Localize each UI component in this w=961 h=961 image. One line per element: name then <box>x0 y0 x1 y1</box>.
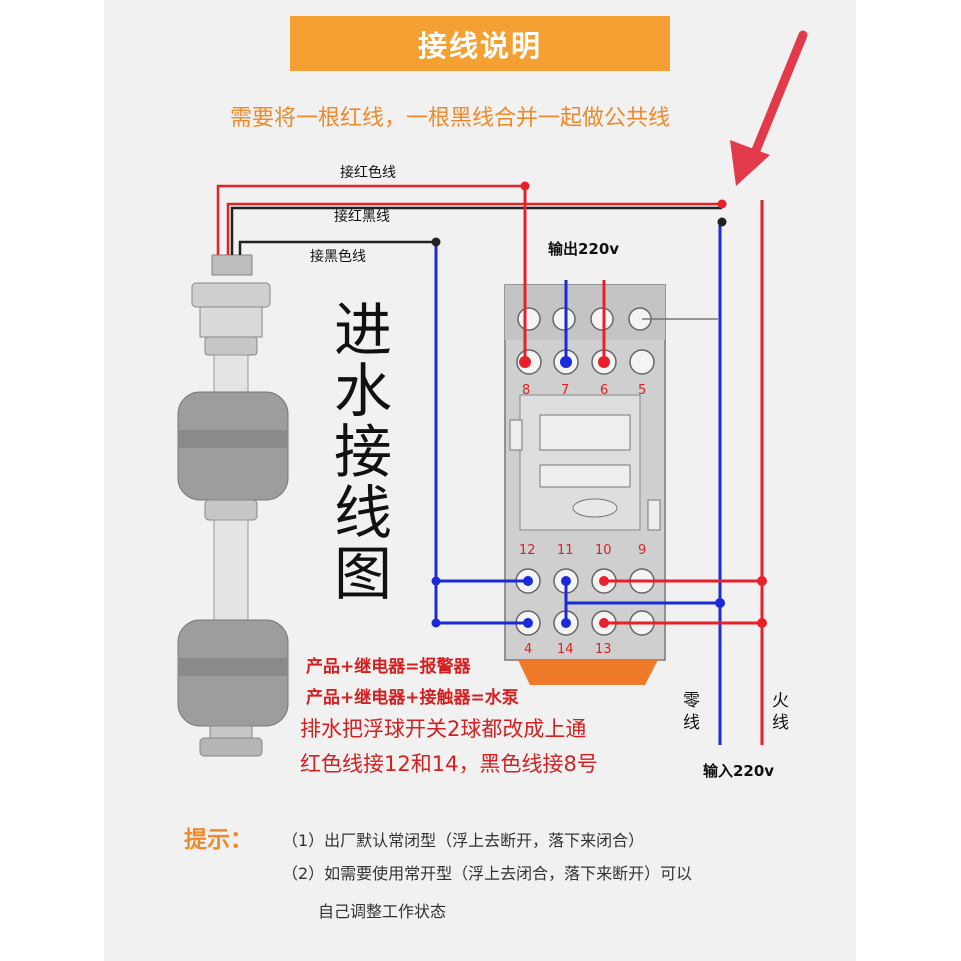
title-banner: 接线说明 <box>290 16 670 71</box>
page-title: 接线说明 <box>417 28 542 63</box>
tips-title: 提示： <box>184 827 253 853</box>
note-alarm: 产品+继电器=报警器 <box>306 657 471 677</box>
pin-label: 12 <box>519 543 536 558</box>
neutral-label: 零线 <box>683 691 700 733</box>
pin-label: 9 <box>638 543 647 558</box>
note-drain-line2: 红色线接12和14，黑色线接8号 <box>300 752 598 776</box>
float-wires <box>216 184 722 255</box>
black-wire-label: 接黑色线 <box>310 249 366 265</box>
tip-item-2-cont: 自己调整工作状态 <box>318 902 447 921</box>
input-label: 输入220v <box>703 762 775 780</box>
pin-label: 11 <box>557 543 574 558</box>
diagram-title: 进水接线图 <box>333 296 392 608</box>
pin-label: 7 <box>561 383 570 398</box>
pin-label: 6 <box>600 383 609 398</box>
tip-item-2: （2）如需要使用常开型（浮上去闭合，落下来断开）可以 <box>282 864 693 883</box>
subtitle: 需要将一根红线，一根黑线合并一起做公共线 <box>230 106 671 131</box>
tip-item-1: （1）出厂默认常闭型（浮上去断开，落下来闭合） <box>282 831 645 850</box>
note-drain-line1: 排水把浮球开关2球都改成上通 <box>300 717 587 741</box>
pin-label: 4 <box>524 642 533 657</box>
note-pump: 产品+继电器+接触器=水泵 <box>306 688 519 708</box>
pin-label: 14 <box>557 642 574 657</box>
output-label: 输出220v <box>548 240 620 258</box>
live-label: 火线 <box>772 691 789 733</box>
arrow-icon <box>730 30 808 186</box>
pin-label: 10 <box>595 543 612 558</box>
float-switch <box>177 254 289 757</box>
pin-label: 5 <box>638 383 647 398</box>
junction-dots <box>431 181 767 628</box>
pin-label: 8 <box>522 383 531 398</box>
pin-label: 13 <box>595 642 612 657</box>
red-wire-label: 接红色线 <box>340 165 396 181</box>
red-black-wire-label: 接红黑线 <box>334 209 390 225</box>
